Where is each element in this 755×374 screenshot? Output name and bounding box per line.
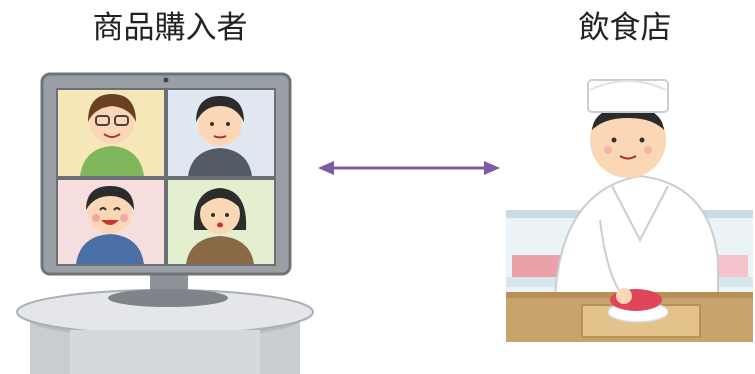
bidirectional-arrow	[318, 161, 500, 175]
restaurant-label: 飲食店	[578, 10, 672, 46]
buyer-label: 商品購入者	[92, 10, 248, 46]
video-tile-1	[58, 90, 164, 176]
video-tile-4	[168, 180, 274, 264]
video-tile-3	[58, 180, 164, 264]
chef-hat	[587, 79, 669, 113]
video-call-monitor-illustration	[16, 72, 314, 374]
round-table	[16, 289, 314, 374]
chef-face	[590, 102, 666, 178]
camera-dot	[163, 77, 169, 83]
video-tile-2	[168, 90, 274, 176]
sushi-chef-illustration	[506, 79, 753, 342]
sushi-icon	[607, 288, 669, 323]
